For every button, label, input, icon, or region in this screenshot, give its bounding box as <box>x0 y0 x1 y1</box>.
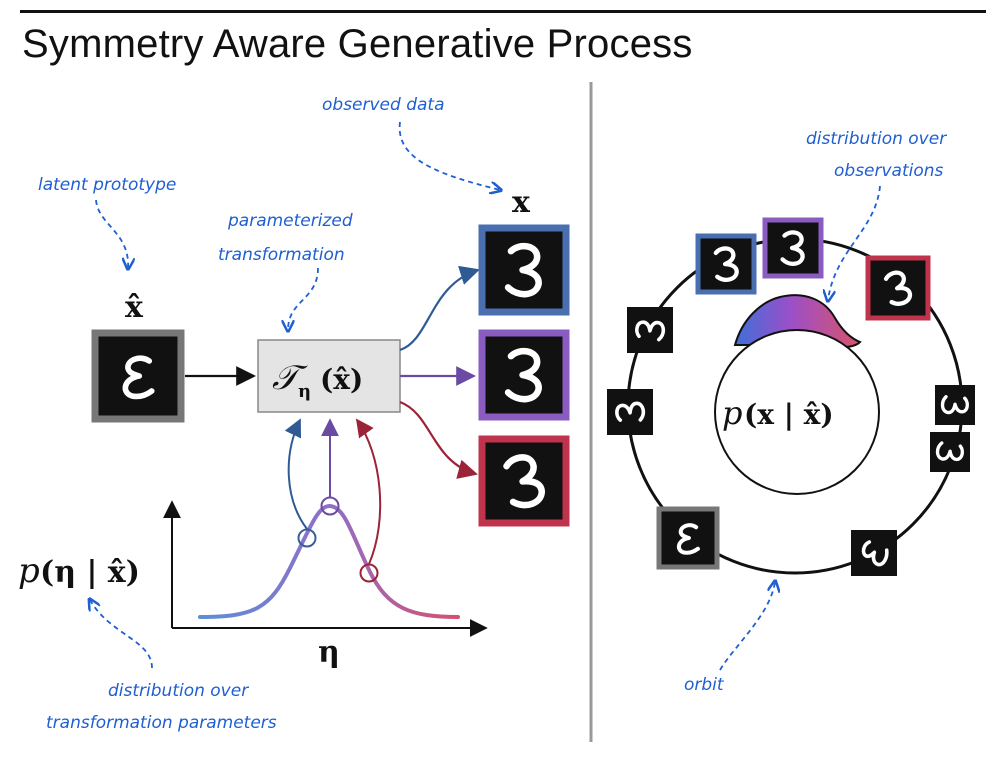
observed-data-pointer <box>398 121 500 190</box>
p-eta-body: (η | x̂) <box>40 555 140 590</box>
p-eta-lhs: p <box>18 551 40 591</box>
dist-obs-annotation-line1: distribution over <box>806 129 947 149</box>
orbit-annotation: orbit <box>684 675 725 695</box>
orbit-image-gray <box>656 506 720 570</box>
orbit-image-bottom-right <box>851 530 897 576</box>
latent-prototype-annotation: latent prototype <box>38 175 176 195</box>
latent-prototype-pointer <box>95 199 128 268</box>
observed-image-purple <box>478 329 570 421</box>
orbit-image-left <box>607 389 653 435</box>
top-rule <box>20 10 986 13</box>
orbit-image-purple <box>762 217 824 279</box>
observed-x-label: x <box>512 185 531 220</box>
p-x-lhs: p <box>722 394 742 432</box>
page-title: Symmetry Aware Generative Process <box>22 22 693 66</box>
eta-density-curve <box>198 504 460 619</box>
output-arrow-red <box>399 400 478 479</box>
prototype-x-hat-label: x̂ <box>125 290 144 325</box>
orbit-pointer <box>719 582 775 671</box>
dist-obs-annotation-line2: observations <box>834 161 944 181</box>
sample-point-red <box>359 563 379 583</box>
sample-point-blue <box>297 528 317 548</box>
dist-obs-pointer <box>828 185 881 300</box>
sample-point-purple <box>320 496 340 516</box>
observation-density-circle <box>714 329 880 495</box>
param-transform-annotation-line1: parameterized <box>227 211 353 231</box>
dist-params-pointer <box>90 600 153 669</box>
eta-axis-label: η <box>318 635 340 670</box>
observed-image-red <box>478 435 570 527</box>
p-x-body: (x | x̂) <box>744 398 834 431</box>
observed-data-annotation: observed data <box>322 95 445 115</box>
dist-params-annotation-line2: transformation parameters <box>46 713 277 733</box>
dist-params-annotation-line1: distribution over <box>108 681 249 701</box>
param-transform-pointer <box>288 267 319 330</box>
orbit-image-upper-left <box>627 307 673 353</box>
transform-subscript: η <box>298 381 311 402</box>
transform-argument: (x̂) <box>320 363 363 396</box>
transform-box: 𝒯 η (x̂) <box>257 339 401 413</box>
orbit-image-blue <box>695 233 757 295</box>
sample-to-transform-blue <box>284 418 308 530</box>
param-transform-annotation-line2: transformation <box>218 245 345 265</box>
observed-image-blue <box>478 224 570 316</box>
prototype-image <box>91 329 185 423</box>
orbit-image-right-lower <box>930 432 970 472</box>
output-arrow-blue <box>399 265 480 352</box>
orbit-image-right-upper <box>935 385 975 425</box>
sample-to-transform-red <box>355 418 382 565</box>
orbit-image-red <box>865 255 931 321</box>
